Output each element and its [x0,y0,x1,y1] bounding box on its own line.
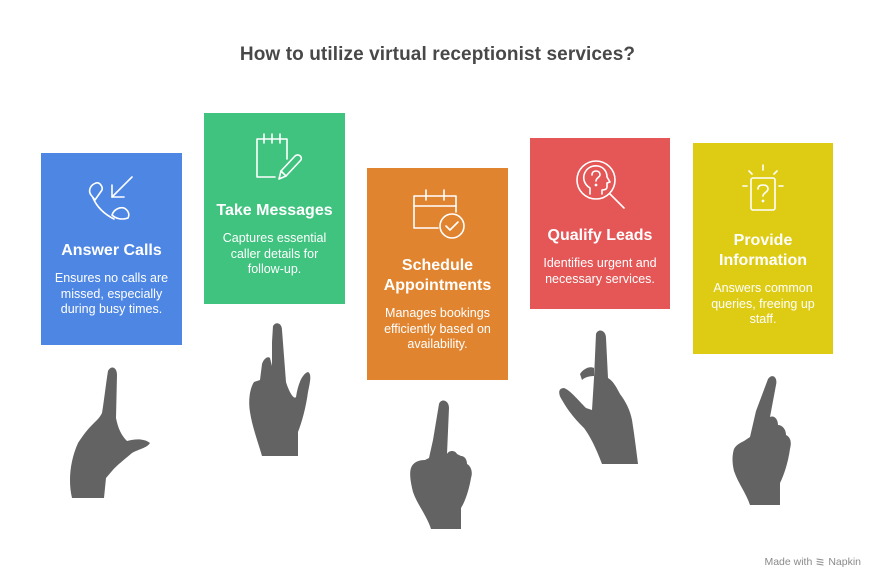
card-description: Answers common queries, freeing up staff… [711,281,815,326]
notepad-pencil-icon [245,129,305,189]
head-question-magnifier-icon [570,154,630,214]
card-label: Take Messages [216,202,333,219]
calendar-check-icon [408,184,468,244]
card-answer-calls: Answer Calls Ensures no calls are missed… [41,153,182,345]
card-label: Qualify Leads [547,227,653,244]
card-schedule-appointments: Schedule Appointments Manages bookings e… [367,168,508,380]
pointing-hand-icon [405,398,475,530]
card-description: Captures essential caller details for fo… [222,231,327,276]
pointing-hand-icon [246,322,316,457]
card-take-messages: Take Messages Captures essential caller … [204,113,345,304]
card-label: Schedule Appointments [383,257,492,294]
card-qualify-leads: Qualify Leads Identifies urgent and nece… [530,138,670,309]
card-description: Manages bookings efficiently based on av… [384,306,491,351]
diagram-title: How to utilize virtual receptionist serv… [239,44,636,65]
card-description: Identifies urgent and necessary services… [543,256,657,286]
footer-brand: Napkin [828,556,861,568]
pointing-hand-icon [556,328,646,465]
incoming-call-icon [82,169,142,229]
footer-prefix: Made with [764,556,813,568]
card-description: Ensures no calls are missed, especially … [54,271,169,316]
card-provide-information: Provide Information Answers common queri… [693,143,833,354]
pointing-hand-icon [730,375,795,507]
question-card-rays-icon [733,159,793,219]
napkin-logo-icon [816,558,824,566]
card-label: Provide Information [719,232,807,269]
pointing-hand-icon [64,363,164,498]
card-label: Answer Calls [61,242,162,259]
made-with-napkin-badge[interactable]: Made with Napkin [764,556,861,568]
